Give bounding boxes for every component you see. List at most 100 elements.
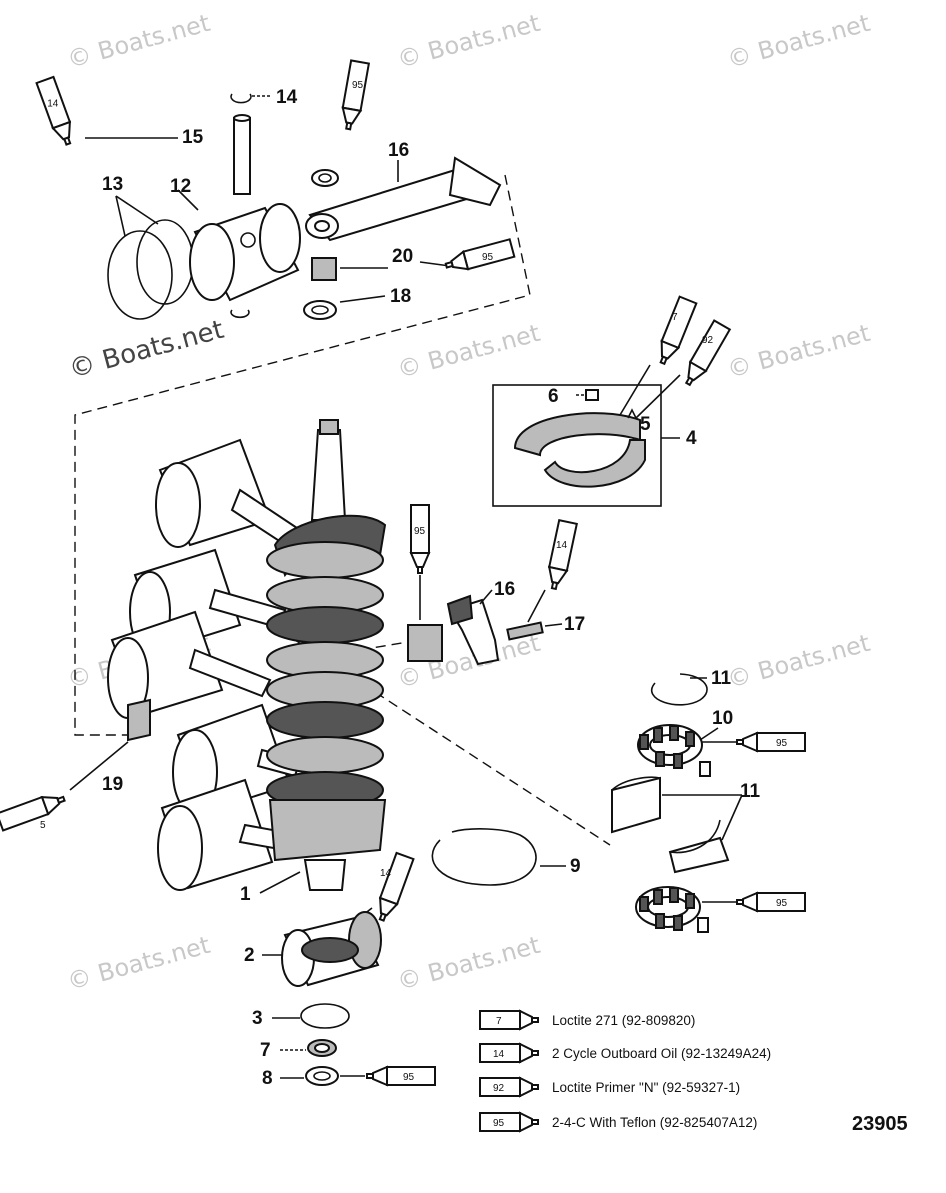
roller-bearing [637,724,703,769]
piston [189,203,301,302]
leader-line [419,261,451,267]
callout-5: 5 [640,414,651,435]
seal-ring-carrier [513,412,646,488]
lubricant-tube-92 [684,319,732,387]
legend-item: 92 Loctite Primer "N" (92-59327-1) [479,1076,740,1098]
leader-line [479,589,493,605]
watermark: © Boats.net [394,319,543,384]
watermark: © Boats.net [724,9,873,74]
callout-19: 19 [102,774,123,795]
legend-item: 95 2-4-C With Teflon (92-825407A12) [479,1111,757,1133]
legend-label: Loctite 271 (92-809820) [552,1013,695,1028]
callout-4: 4 [686,428,697,449]
lubricant-tube-7 [659,295,698,366]
washer-hole [313,1071,331,1081]
callout-17: 17 [564,614,585,635]
watermark: © Boats.net [394,931,543,996]
seal-ring-kit-box [492,384,662,507]
legend-item: 14 2 Cycle Outboard Oil (92-13249A24) [479,1042,771,1064]
needle-bearing [311,257,337,281]
callout-3: 3 [252,1008,263,1029]
callout-1: 1 [240,884,251,905]
callout-9: 9 [570,856,581,877]
callout-6: 6 [548,386,559,407]
leader-line [527,589,546,623]
svg-text:14: 14 [47,99,59,110]
callout-16b: 16 [494,579,515,600]
leader-line [635,374,681,419]
svg-text:95: 95 [414,526,426,537]
leader-line [699,727,719,741]
piston-ring [136,219,194,305]
lubricant-tube-95 [341,59,371,131]
bearing-roller [697,917,709,933]
svg-text:95: 95 [403,1072,415,1083]
crankshaft-assembly [107,419,387,891]
svg-text:95: 95 [352,80,364,91]
lubricant-tube-95 [736,731,806,753]
leader-line [544,623,563,627]
callout-15: 15 [182,127,204,148]
svg-text:95: 95 [776,738,788,749]
piston-pin-retainer [230,93,252,104]
leader-line [259,871,301,894]
roller-bearing [635,886,701,931]
rod-cap [446,594,500,666]
watermark: © Boats.net [394,9,543,74]
bearing-race-half [668,836,730,874]
callout-10: 10 [712,708,733,729]
svg-text:7: 7 [672,312,678,323]
washer-hole [318,173,332,183]
legend-item: 7 Loctite 271 (92-809820) [479,1009,695,1031]
svg-text:95: 95 [493,1118,505,1129]
lubricant-tube-95 [366,1065,436,1087]
rod-cap-screw [506,621,544,641]
lubricant-tube-14 [547,518,578,591]
spring-clip [627,408,637,419]
callout-16a: 16 [388,140,409,161]
race-edge [611,776,661,791]
svg-text:5: 5 [40,820,46,831]
thrust-washer [303,300,337,320]
leader-line [619,364,651,416]
leader-line [721,794,743,841]
svg-text:92: 92 [702,335,714,346]
legend-label: 2 Cycle Outboard Oil (92-13249A24) [552,1046,771,1061]
thrust-washer [311,169,339,187]
dowel-pin [585,389,599,401]
assembly-dashed-outline [74,174,531,736]
leader-line [115,195,126,237]
callout-20: 20 [392,246,413,267]
watermark: © Boats.net [64,9,213,74]
callout-12: 12 [170,176,191,197]
svg-text:7: 7 [496,1016,502,1027]
lubricant-tube-14 [378,851,415,922]
watermark: © Boats.net [724,629,873,694]
assembly-dashed-line [294,639,611,846]
needle-bearing-cage [407,624,443,662]
snap-ring [300,1003,350,1029]
callout-13: 13 [102,174,123,195]
leader-line [339,295,386,303]
diagram-number: 23905 [852,1113,908,1135]
lubricant-tube-95 [409,504,431,574]
callout-11a: 11 [711,668,732,689]
svg-text:14: 14 [556,540,568,551]
ball-bearing [281,911,382,987]
bearing-race-half [611,776,661,834]
watermark: © Boats.net [724,319,873,384]
retaining-ring [651,673,708,706]
callout-18: 18 [390,286,411,307]
leader-line [177,189,199,211]
svg-text:92: 92 [493,1083,505,1094]
leader-line [115,195,159,225]
callout-14: 14 [276,87,298,108]
watermark: © Boats.net [64,931,213,996]
legend-label: 2-4-C With Teflon (92-825407A12) [552,1115,757,1130]
piston-ring [107,230,173,320]
leader-line [69,741,129,791]
callout-7: 7 [260,1040,271,1061]
lubricant-tube-partial [0,795,66,832]
watermark: © Boats.net [66,315,227,385]
